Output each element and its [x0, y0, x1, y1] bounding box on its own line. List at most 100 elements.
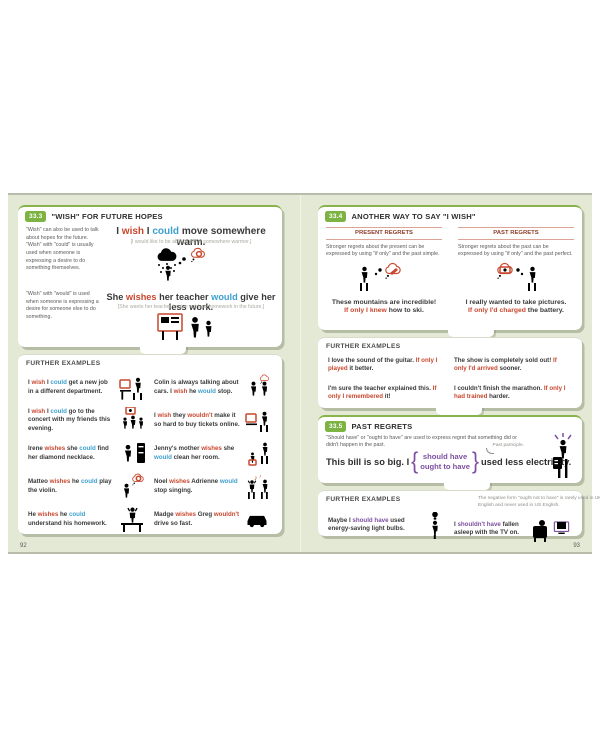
further-examples-row: Maybe I should have used energy-saving l… [318, 496, 600, 545]
concert-icon [122, 407, 144, 429]
sentence-suffix: used less electricity. [480, 456, 572, 467]
example-item: He wishes he could understand his homewo… [24, 503, 150, 536]
panel-tab [436, 406, 482, 415]
ought-not-note: The negative form "ought not to have" is… [478, 496, 600, 508]
further-examples-33-5: FURTHER EXAMPLES Maybe I should have use… [318, 490, 600, 542]
clean-room-icon [248, 442, 268, 466]
sentence-prefix: This bill is so big. I [326, 456, 410, 467]
necklace-search-icon [124, 443, 145, 463]
option-should-have: should have [422, 452, 468, 462]
ski-daydream-icon [360, 262, 401, 291]
past-regrets-description: Stronger regrets about the past can be e… [458, 243, 573, 258]
present-regrets-heading: PRESENT REGRETS [326, 226, 442, 240]
panel-tab [448, 328, 494, 337]
example-item: Maybe I should have used energy-saving l… [324, 505, 450, 545]
example-item: Noel wishes Adrienne would stop singing.… [150, 470, 276, 503]
past-regrets-heading: PAST REGRETS [458, 226, 574, 240]
example-item: I love the sound of the guitar. If only … [324, 354, 450, 377]
example-text: I wish I could get a new job in a differ… [28, 379, 108, 395]
option-ought-to-have: ought to have [420, 461, 470, 471]
further-examples-33-4: FURTHER EXAMPLES I love the sound of the… [318, 337, 582, 415]
example-text: Noel wishes Adrienne would stop singing. [154, 478, 238, 494]
example-text: Maybe I should have used energy-saving l… [328, 516, 405, 532]
page-spread: 33.3 "WISH" FOR FUTURE HOPES "Wish" can … [8, 193, 600, 554]
classroom-illustration [157, 313, 212, 340]
example-item: I wish I could go to the concert with my… [24, 404, 150, 437]
past-example-line1: I really wanted to take pictures. [465, 298, 567, 306]
gloss-1: [I would like to be able to move somewhe… [130, 239, 252, 245]
module-number-badge: 33.3 [25, 211, 47, 222]
module-33-3: 33.3 "WISH" FOR FUTURE HOPES "Wish" can … [18, 205, 282, 354]
headline-sentence-2: She wishes her teacher would give her le… [106, 292, 276, 312]
module-33-4: 33.4 ANOTHER WAY TO SAY "I WISH" PRESENT… [318, 205, 582, 337]
brace-open: { [411, 448, 419, 475]
further-examples-33-3: FURTHER EXAMPLES I wish I could get a ne… [18, 354, 282, 534]
module-title: "WISH" FOR FUTURE HOPES [51, 211, 163, 221]
page-spine [300, 195, 301, 552]
module-33-5: 33.5 PAST REGRETS "Should have" or "ough… [318, 415, 582, 490]
example-item: The show is completely sold out! If only… [450, 354, 576, 377]
module-title: ANOTHER WAY TO SAY "I WISH" [351, 211, 476, 221]
brace-group: should have ought to have [420, 452, 470, 471]
regrets-columns: PRESENT REGRETS Stronger regrets about t… [318, 224, 582, 314]
module-33-5-description: "Should have" or "ought to have" are use… [326, 434, 517, 449]
further-examples-grid: I wish I could get a new job in a differ… [18, 369, 282, 538]
past-example-line2: If only I'd charged the battery. [468, 306, 564, 314]
annotation-arrow [486, 448, 494, 454]
brace-sentence: This bill is so big. I { should have oug… [326, 448, 572, 475]
module-33-4-header: 33.4 ANOTHER WAY TO SAY "I WISH" [318, 207, 582, 224]
present-regrets-column: PRESENT REGRETS Stronger regrets about t… [318, 224, 450, 314]
further-examples-title: FURTHER EXAMPLES [26, 360, 101, 367]
present-regrets-description: Stronger regrets about the present can b… [326, 243, 440, 258]
example-text: I shouldn't have fallen asleep with the … [454, 520, 519, 536]
homework-icon [121, 507, 143, 532]
example-text: I wish they wouldn't make it so hard to … [154, 412, 240, 428]
violin-daydream-icon [123, 473, 144, 498]
example-text: Irene wishes she could find her diamond … [28, 445, 109, 461]
example-text: He wishes he could understand his homewo… [28, 511, 107, 527]
page-number-right: 93 [573, 543, 580, 549]
page-number-left: 92 [20, 543, 27, 549]
car-talk-icon [250, 374, 270, 396]
past-participle-annotation: Past participle. [492, 443, 524, 448]
example-text: Madge wishes Greg wouldn't drive so fast… [154, 511, 240, 527]
module-number-badge: 33.4 [325, 211, 347, 222]
headline-sentence-1: I wish I could move somewhere warm. [116, 226, 266, 248]
gloss-2: [She wants her teacher to give out less … [117, 304, 265, 310]
light-bulb-icon [432, 511, 438, 539]
module-number-badge: 33.5 [325, 421, 347, 432]
further-examples-title: FURTHER EXAMPLES [326, 343, 401, 350]
online-tickets-icon [245, 411, 268, 432]
camera-daydream-icon [496, 262, 536, 291]
further-examples-title: FURTHER EXAMPLES [326, 496, 401, 503]
side-note-1: "Wish" can also be used to talk about ho… [26, 227, 99, 272]
example-item: Jenny's mother wishes she would clean he… [150, 437, 276, 470]
example-item: Irene wishes she could find her diamond … [24, 437, 150, 470]
example-item: Madge wishes Greg wouldn't drive so fast… [150, 503, 276, 536]
example-item: Matteo wishes he could play the violin. [24, 470, 150, 503]
example-text: I love the sound of the guitar. If only … [328, 357, 438, 373]
module-33-5-header: 33.5 PAST REGRETS [318, 417, 582, 434]
present-example-line2: If only I knew how to ski. [344, 306, 424, 314]
svg-text:♪: ♪ [259, 474, 262, 480]
example-item: I'm sure the teacher explained this. If … [324, 382, 450, 405]
panel-tab [140, 345, 186, 354]
brace-close: } [471, 448, 479, 475]
panel-tab [444, 481, 490, 490]
example-item: I couldn't finish the marathon. If only … [450, 382, 576, 405]
singing-icon: ♪♪ [247, 474, 268, 499]
fast-car-icon [247, 515, 267, 527]
example-text: I'm sure the teacher explained this. If … [328, 384, 437, 401]
side-note-2: "Wish" with "would" is used when someone… [26, 291, 99, 321]
module-title: PAST REGRETS [351, 421, 413, 431]
rain-daydream-illustration [157, 247, 206, 281]
tv-sleep-icon [533, 520, 570, 542]
example-text: I couldn't finish the marathon. If only … [454, 384, 566, 401]
example-item: Colin is always talking about cars. I wi… [150, 371, 276, 404]
example-text: Jenny's mother wishes she would clean he… [154, 445, 235, 461]
svg-text:♪: ♪ [254, 475, 258, 482]
module-33-3-header: 33.3 "WISH" FOR FUTURE HOPES [18, 207, 282, 224]
example-text: I wish I could go to the concert with my… [28, 407, 111, 432]
example-item: I wish they wouldn't make it so hard to … [150, 404, 276, 437]
